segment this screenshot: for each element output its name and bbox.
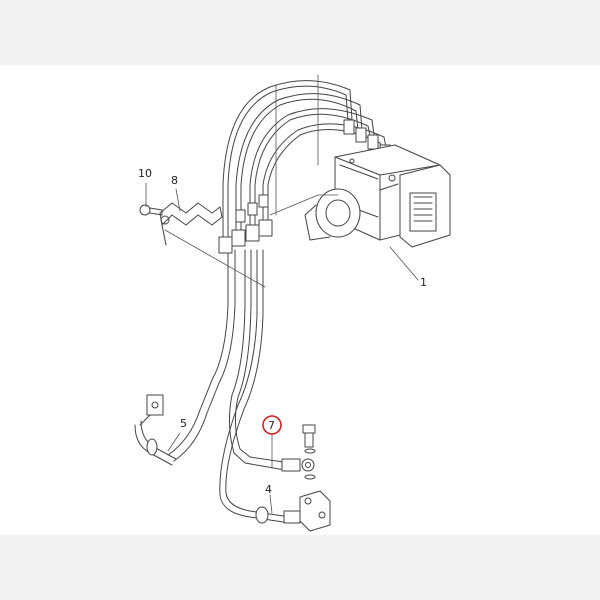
callout-7-highlight: 7 [262, 415, 282, 435]
callout-8: 8 [171, 174, 178, 187]
bracket [159, 202, 223, 246]
callout-7: 7 [268, 419, 275, 432]
callout-4: 4 [265, 483, 272, 496]
callouts: 1 4 5 7 8 10 [138, 167, 427, 496]
hose-7 [244, 424, 316, 480]
callout-5: 5 [180, 417, 187, 430]
hose-4 [249, 490, 331, 532]
bolt [139, 204, 163, 216]
diagram-canvas: 1 4 5 7 8 10 [0, 65, 600, 535]
abs-unit [304, 144, 451, 248]
leader-lines [145, 74, 419, 514]
parts-diagram: 1 4 5 7 8 10 [134, 74, 451, 532]
hose-5 [134, 394, 177, 466]
callout-1: 1 [420, 276, 427, 289]
brake-pipes [167, 80, 387, 518]
callout-10: 10 [138, 167, 152, 180]
